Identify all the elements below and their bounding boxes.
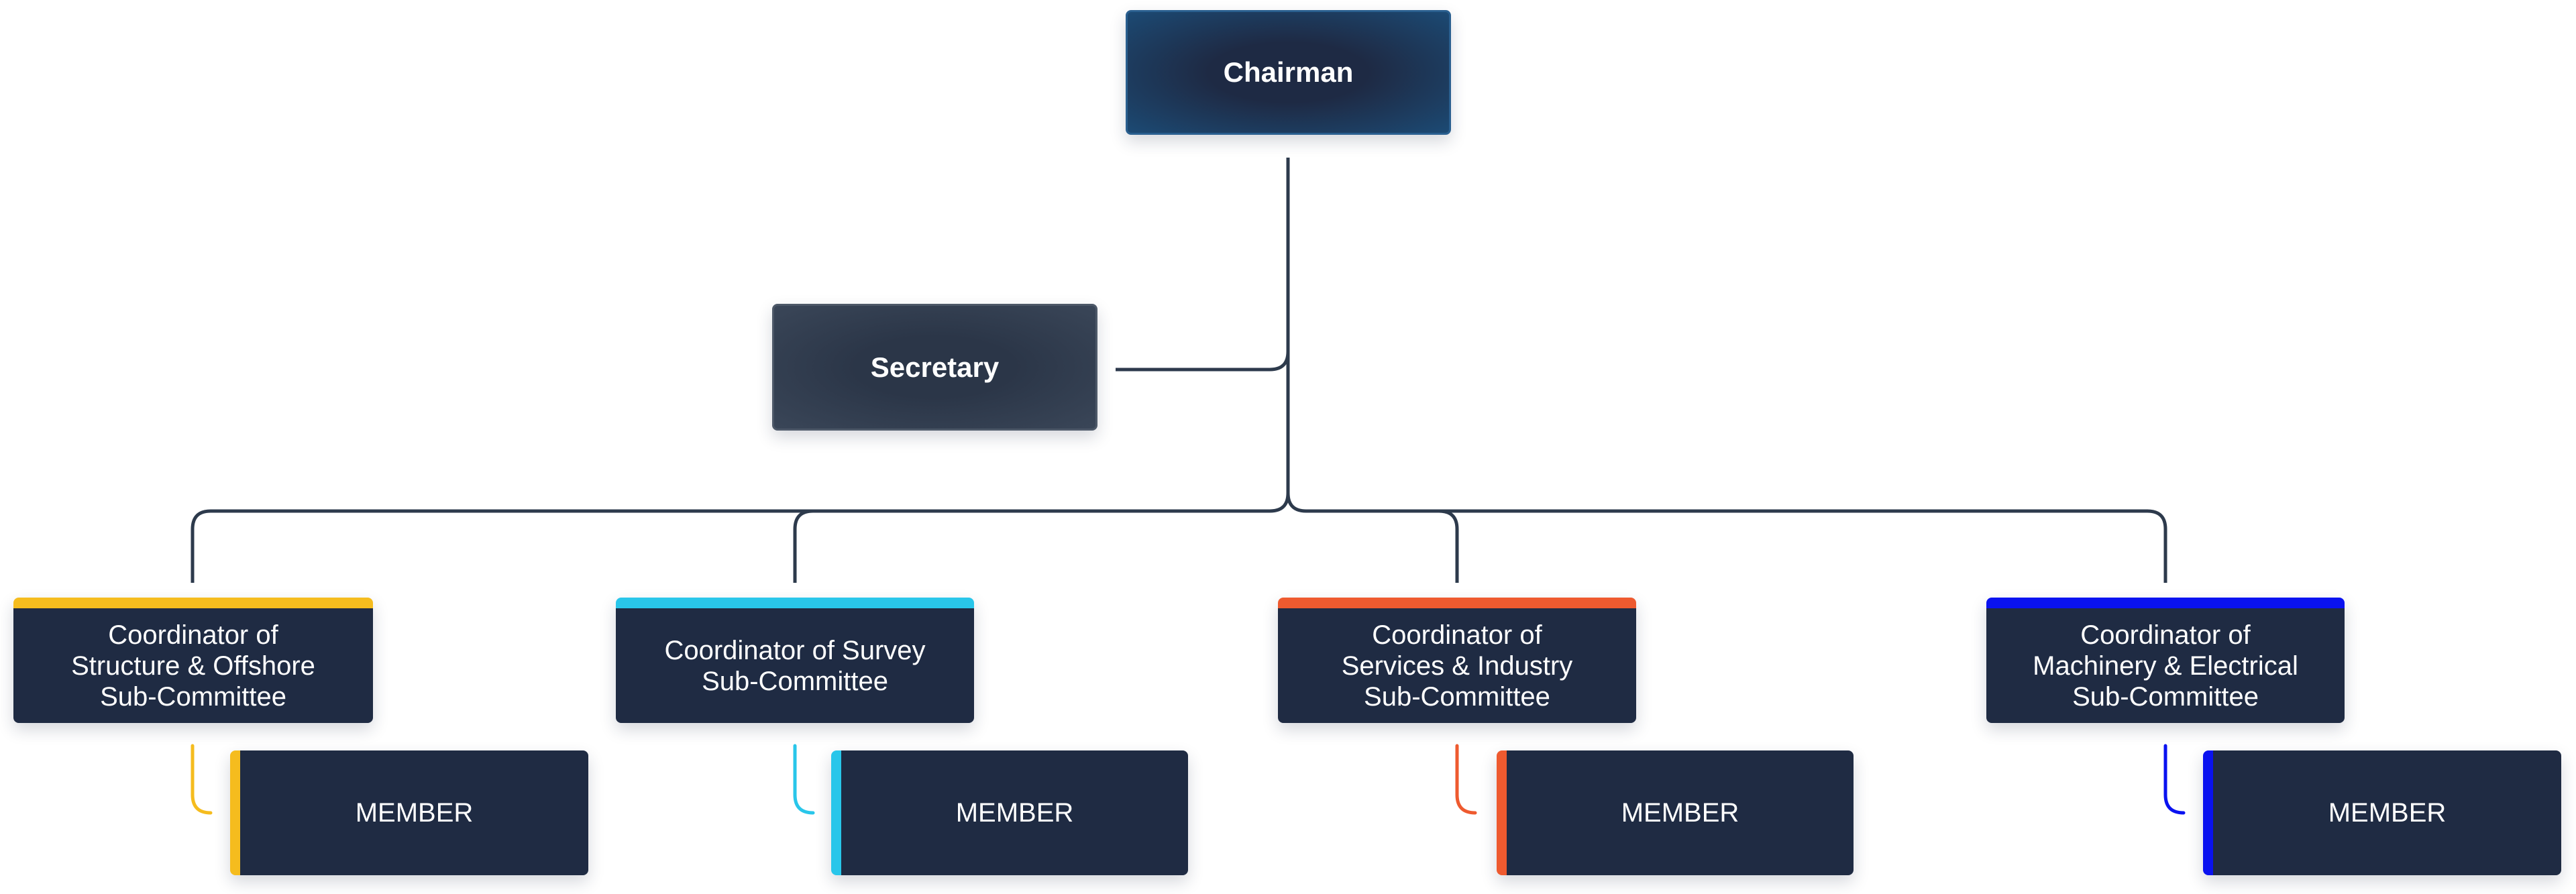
coordinator-label: Coordinator of Survey Sub-Committee	[664, 635, 926, 696]
member-label: MEMBER	[2328, 797, 2447, 828]
coordinator-machinery-electrical: Coordinator of Machinery & Electrical Su…	[1986, 598, 2345, 723]
member-box-services: MEMBER	[1497, 750, 1854, 875]
member-connector-3	[1455, 744, 1477, 815]
coordinator-label: Coordinator of Structure & Offshore Sub-…	[71, 620, 315, 712]
member-box-machinery: MEMBER	[2203, 750, 2561, 875]
coordinator-services-industry: Coordinator of Services & Industry Sub-C…	[1278, 598, 1636, 723]
chairman-box: Chairman	[1126, 10, 1451, 135]
member-connector-4	[2163, 744, 2186, 815]
member-connector-1	[191, 744, 213, 815]
branch-right	[1286, 492, 2167, 583]
coordinator-label: Coordinator of Services & Industry Sub-C…	[1341, 620, 1573, 712]
secretary-connector	[1116, 351, 1290, 372]
member-label: MEMBER	[1621, 797, 1739, 828]
member-label: MEMBER	[355, 797, 474, 828]
secretary-box: Secretary	[772, 304, 1097, 431]
chairman-label: Chairman	[1223, 56, 1354, 88]
member-connector-2	[793, 744, 815, 815]
coordinator-structure-offshore: Coordinator of Structure & Offshore Sub-…	[13, 598, 373, 723]
coordinator-label: Coordinator of Machinery & Electrical Su…	[2033, 620, 2298, 712]
coordinator-survey: Coordinator of Survey Sub-Committee	[616, 598, 974, 723]
branch-survey	[793, 509, 814, 583]
secretary-label: Secretary	[870, 351, 1000, 383]
member-box-structure: MEMBER	[230, 750, 588, 875]
member-box-survey: MEMBER	[831, 750, 1188, 875]
chairman-trunk-line	[191, 158, 1290, 583]
branch-services	[1438, 509, 1459, 583]
member-label: MEMBER	[955, 797, 1074, 828]
